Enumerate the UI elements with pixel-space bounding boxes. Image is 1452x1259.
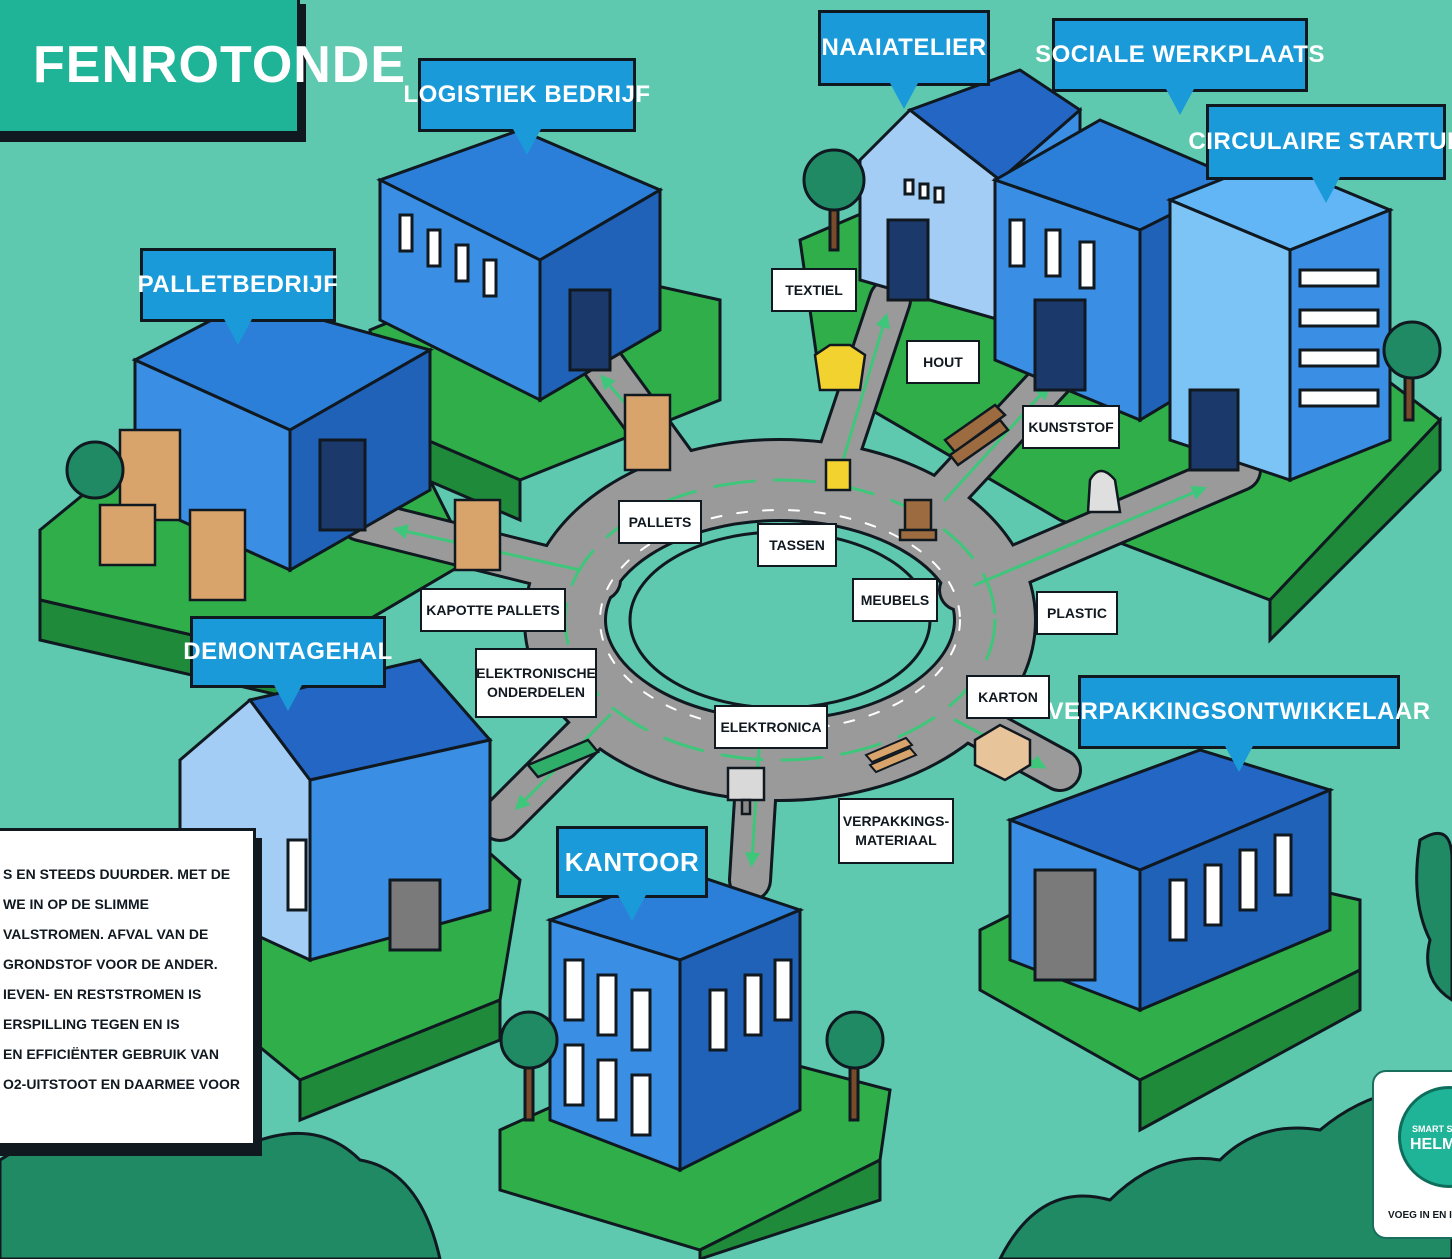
callout-palletbedrijf: PALLETBEDRIJF (138, 248, 338, 345)
callout-demontagehal: DEMONTAGEHAL (183, 616, 392, 711)
info-line: EN EFFICIËNTER GEBRUIK VAN (3, 1046, 219, 1062)
label-meubels: MEUBELS (852, 578, 938, 622)
building-circulaire-startup (1166, 158, 1394, 483)
box-icon (973, 723, 1032, 782)
jacket-icon (813, 343, 867, 392)
logo-text-line1: SMART S (1412, 1124, 1452, 1134)
building-kantoor (545, 868, 805, 1173)
info-line: ERSPILLING TEGEN EN IS (3, 1016, 180, 1032)
label-plastic: PLASTIC (1036, 591, 1118, 635)
label-tassen: TASSEN (757, 523, 837, 567)
callout-circulaire-startup: CIRCULAIRE STARTUP (1188, 104, 1452, 203)
label-pallets: PALLETS (618, 500, 702, 544)
label-elektronica: ELEKTRONICA (714, 705, 828, 749)
logo-tagline: VOEG IN EN I (1388, 1210, 1452, 1221)
packaging-material-icon (864, 736, 918, 774)
callout-verpakkingsontwikkelaar: VERPAKKINGSONTWIKKELAAR (1047, 675, 1430, 772)
callout-kantoor: KANTOOR (556, 826, 708, 921)
info-line: O2-UITSTOOT EN DAARMEE VOOR (3, 1076, 240, 1092)
bag-icon (824, 458, 852, 492)
circuit-board-icon (525, 738, 601, 779)
label-kapotte-pallets: KAPOTTE PALLETS (420, 588, 566, 632)
wood-planks-icon (943, 403, 1010, 467)
monitor-icon (726, 766, 766, 816)
label-hout: HOUT (906, 340, 980, 384)
info-line: S EN STEEDS DUURDER. MET DE (3, 866, 231, 882)
info-line: WE IN OP DE SLIMME (3, 896, 149, 912)
building-logistiek (376, 128, 664, 403)
info-line: VALSTROMEN. AFVAL VAN DE (3, 926, 209, 942)
label-verpakkings-line2: MATERIAAL (855, 832, 937, 848)
chair-icon (898, 498, 938, 542)
label-elektronische-line2: ONDERDELEN (486, 684, 585, 700)
building-verpakkingsontwikkelaar (1005, 748, 1335, 1013)
label-verpakkings-line1: VERPAKKINGS- (842, 813, 950, 830)
label-textiel: TEXTIEL (771, 268, 857, 312)
pallet-stack-icon (98, 393, 672, 602)
tree-icons (65, 148, 1442, 1122)
info-line: IEVEN- EN RESTSTROMEN IS (3, 986, 202, 1002)
label-karton: KARTON (966, 675, 1050, 719)
tree-foliage-bottom-left (0, 1125, 442, 1259)
label-kunststof: KUNSTSTOF (1022, 405, 1120, 449)
label-verpakkingsmateriaal: VERPAKKINGS- MATERIAAL (838, 798, 954, 864)
label-elektronische-onderdelen: ELEKTRONISCHE ONDERDELEN (475, 648, 597, 718)
callout-naaiatelier: NAAIATELIER (818, 10, 990, 109)
logo-text-line2: HELM (1410, 1136, 1452, 1153)
info-text-box: S EN STEEDS DUURDER. MET DE WE IN OP DE … (0, 828, 256, 1146)
info-line: GRONDSTOF VOOR DE ANDER. (3, 956, 218, 972)
smart-helmond-logo: SMART S HELM VOEG IN EN I (1372, 1070, 1452, 1239)
callout-sociale-werkplaats: SOCIALE WERKPLAATS (1035, 18, 1324, 115)
label-elektronische-line1: ELEKTRONISCHE (476, 665, 596, 682)
callout-logistiek: LOGISTIEK BEDRIJF (403, 58, 650, 155)
tree-foliage-bottom-right (998, 831, 1452, 1259)
plastic-bag-icon (1086, 469, 1122, 514)
page-title: FENROTONDE (0, 0, 405, 134)
